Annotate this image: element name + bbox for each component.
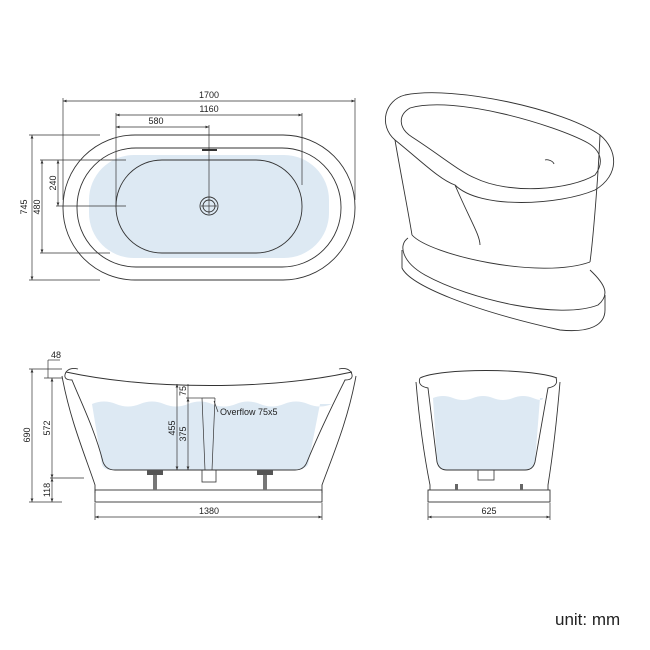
feet	[147, 469, 273, 490]
dim-depth: 455	[167, 420, 177, 435]
dim-width: 745	[19, 199, 29, 214]
perspective-view	[385, 92, 615, 332]
dim-rim-thickness: 48	[51, 350, 61, 360]
dim-drain-offset-width: 240	[48, 175, 58, 190]
dim-water-depth: 375	[178, 426, 188, 441]
dim-base-width: 625	[481, 506, 496, 516]
dim-length: 1700	[199, 90, 219, 100]
drain-icon	[199, 196, 219, 216]
dim-inner-length: 1160	[199, 104, 218, 114]
end-view: 625	[415, 370, 561, 520]
overflow-label: Overflow 75x5	[220, 407, 278, 417]
water-area-side	[92, 401, 332, 470]
unit-label: unit: mm	[555, 610, 620, 629]
dim-plinth-height: 118	[42, 483, 52, 497]
top-view: 1700 1160 580 745 480 240	[19, 90, 356, 281]
overflow-icon	[202, 149, 217, 151]
dim-drain-offset: 580	[148, 116, 163, 126]
dim-total-height: 690	[22, 427, 32, 442]
dim-inner-width: 480	[32, 199, 42, 214]
dim-tub-height: 572	[42, 420, 52, 435]
dim-base-length: 1380	[199, 506, 219, 516]
plinth	[94, 489, 323, 503]
dim-overflow-depth: 75	[178, 386, 188, 396]
side-view: Overflow 75x5 690 48 572 118 455 375 75 …	[22, 350, 357, 520]
